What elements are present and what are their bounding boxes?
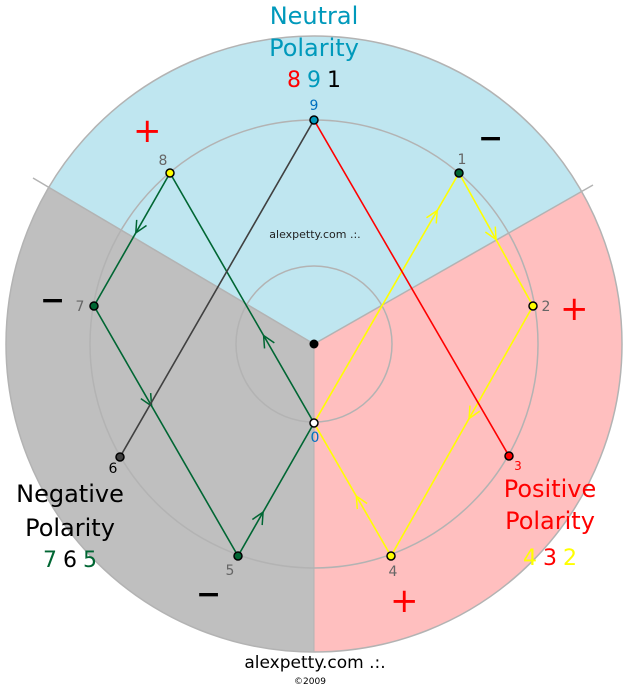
arrow-icon-2-4	[468, 405, 481, 420]
neutral-digit-1: 1	[327, 68, 341, 93]
node-label-7: 7	[76, 299, 85, 315]
positive-title: Positive Polarity	[495, 477, 605, 533]
node-label-3: 3	[514, 459, 522, 473]
edge-9-3	[313, 119, 510, 457]
edge-7-5	[93, 305, 239, 557]
neutral-title-line1: Neutral	[269, 2, 359, 30]
center-watermark: alexpetty.com .:.	[269, 228, 361, 241]
arrow-icon-0-8	[262, 334, 275, 349]
neutral-digit-9: 9	[307, 68, 321, 93]
plus-sign-2: +	[560, 289, 589, 329]
node-1	[454, 168, 464, 178]
negative-digit-6: 6	[63, 548, 77, 573]
footer-site: alexpetty.com .:.	[244, 653, 386, 673]
negative-title-line2: Polarity	[25, 514, 115, 542]
node-0	[309, 418, 319, 428]
arrow-icon-4-0	[355, 494, 368, 510]
arrow-icon-0-1	[426, 209, 439, 224]
neutral-title-line2: Polarity	[269, 34, 359, 62]
positive-title-line2: Polarity	[505, 507, 595, 535]
node-9	[309, 115, 319, 125]
negative-title-line1: Negative	[16, 480, 124, 508]
negative-title: Negative Polarity	[10, 482, 130, 540]
edge-0-8	[169, 172, 315, 424]
node-label-9: 9	[310, 98, 319, 114]
neutral-digit-8: 8	[287, 68, 301, 93]
node-label-0: 0	[311, 430, 320, 446]
node-6	[115, 452, 125, 462]
minus-sign-5: −	[196, 577, 222, 612]
arrow-icon-5-0	[251, 510, 264, 526]
arrow-icon-1-2	[484, 226, 497, 242]
edge-9-6	[119, 119, 315, 458]
edge-2-4	[390, 305, 534, 557]
node-7	[89, 301, 99, 311]
positive-digit-4: 4	[523, 546, 537, 571]
boundary-line-left	[32, 177, 315, 345]
positive-title-line1: Positive	[503, 475, 597, 503]
node-label-5: 5	[226, 563, 235, 579]
negative-digit-5: 5	[83, 548, 97, 573]
plus-sign-8: +	[133, 111, 162, 151]
plus-sign-4: +	[390, 581, 419, 621]
node-2	[528, 301, 538, 311]
node-5	[233, 551, 243, 561]
node-label-8: 8	[159, 153, 168, 169]
positive-digit-2: 2	[563, 546, 577, 571]
arrow-icon-8-7	[134, 219, 147, 235]
edge-8-7	[93, 172, 171, 307]
node-label-4: 4	[389, 564, 398, 580]
arrow-icon-7-5	[140, 392, 153, 408]
neutral-title: Neutral Polarity	[264, 4, 364, 60]
negative-digit-7: 7	[43, 548, 57, 573]
node-label-1: 1	[458, 152, 467, 168]
edge-5-0	[237, 422, 315, 557]
node-label-6: 6	[109, 461, 118, 477]
center-dot	[309, 339, 319, 349]
minus-sign-1: −	[478, 121, 504, 156]
edge-4-0	[313, 422, 392, 557]
minus-sign-7: −	[40, 283, 66, 318]
footer-copyright: ©2009	[294, 677, 326, 687]
boundary-line-right	[313, 184, 594, 345]
node-4	[386, 551, 396, 561]
node-8	[165, 168, 175, 178]
node-label-2: 2	[542, 299, 551, 315]
edge-0-1	[313, 172, 460, 424]
node-3	[504, 451, 514, 461]
positive-digit-3: 3	[543, 546, 557, 571]
